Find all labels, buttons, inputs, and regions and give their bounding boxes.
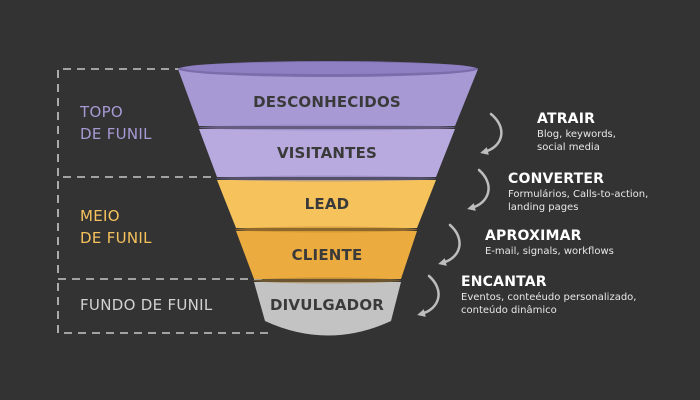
action-encantar: ENCANTAR Eventos, conteéudo personalizad… [461, 274, 636, 317]
fundo-bracket [57, 283, 274, 334]
action-desc-encantar-line2: conteúdo dinâmico [461, 305, 557, 316]
action-desc-converter-line1: Formulários, Calls-to-action, [508, 189, 649, 200]
funnel-separator [253, 277, 401, 284]
stage-label-divulgador: DIVULGADOR [270, 296, 384, 314]
action-title-converter: CONVERTER [508, 171, 605, 187]
action-atrair: ATRAIR Blog, keywords, social media [537, 111, 616, 154]
funnel-rim-inner [182, 62, 474, 74]
stage-label-cliente: CLIENTE [292, 246, 363, 264]
funnel-separator [216, 175, 436, 182]
funnel-stage-lead [217, 180, 436, 228]
action-desc-aproximar-line1: E-mail, signals, workflows [485, 246, 614, 257]
section-label-meio: MEIO DE FUNIL [80, 205, 152, 249]
curved-arrow-icon [480, 112, 503, 155]
stage-label-lead: LEAD [305, 195, 350, 213]
curved-arrow-icon [417, 274, 440, 317]
funnel-separator [199, 124, 455, 131]
section-label-topo: TOPO DE FUNIL [80, 101, 152, 145]
stage-label-desconhecidos: DESCONHECIDOS [253, 93, 401, 111]
action-title-encantar: ENCANTAR [461, 274, 547, 290]
funnel-stage-visitantes [199, 129, 455, 177]
funnel-stage-divulgador [254, 282, 401, 336]
section-label-fundo-line1: FUNDO DE FUNIL [80, 296, 213, 314]
funnel-stage-cliente [236, 231, 417, 279]
action-converter: CONVERTER Formulários, Calls-to-action, … [508, 171, 648, 214]
action-title-atrair: ATRAIR [537, 111, 596, 127]
action-title-aproximar: APROXIMAR [485, 228, 582, 244]
action-desc-encantar-line1: Eventos, conteéudo personalizado, [461, 292, 637, 303]
section-label-meio-line1: MEIO [80, 207, 120, 225]
section-label-topo-line2: DE FUNIL [80, 125, 152, 143]
topo-bracket [57, 68, 225, 178]
stage-label-visitantes: VISITANTES [277, 144, 377, 162]
action-desc-atrair-line1: Blog, keywords, [537, 129, 616, 140]
action-desc-converter-line2: landing pages [508, 202, 579, 213]
curved-arrow-icon [467, 168, 490, 211]
section-label-meio-line2: DE FUNIL [80, 229, 152, 247]
action-aproximar: APROXIMAR E-mail, signals, workflows [485, 228, 614, 258]
curved-arrow-icon [438, 223, 461, 266]
section-label-topo-line1: TOPO [80, 103, 124, 121]
meio-bracket [57, 181, 265, 280]
action-desc-atrair-line2: social media [537, 142, 600, 153]
funnel-separator [235, 226, 417, 233]
section-label-fundo: FUNDO DE FUNIL [80, 294, 213, 316]
funnel-stage-desconhecidos [178, 69, 478, 126]
